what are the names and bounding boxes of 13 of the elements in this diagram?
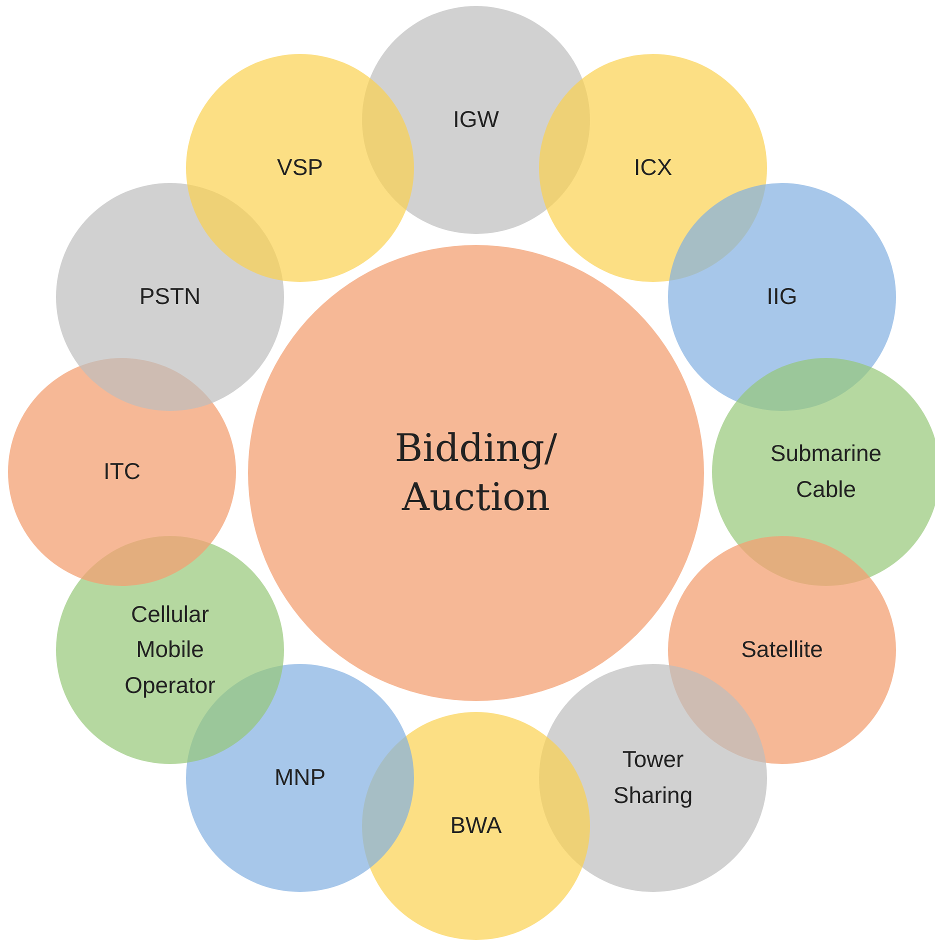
circle-label: ICX	[634, 153, 672, 182]
circle-label: MNP	[274, 763, 326, 792]
circle-label: Cellular Mobile Operator	[124, 600, 216, 700]
circle-label: VSP	[276, 153, 324, 182]
circle-label: Submarine Cable	[769, 439, 883, 504]
circle-label: PSTN	[139, 282, 201, 312]
circle-label: ITC	[103, 457, 141, 486]
circle-label: Tower Sharing	[612, 745, 694, 810]
circle-label: IIG	[766, 282, 798, 312]
circle-label: BWA	[450, 811, 502, 840]
circle-label: IGW	[453, 105, 499, 134]
center-title: Bidding/ Auction	[394, 424, 558, 521]
circle-label: Satellite	[741, 635, 823, 664]
